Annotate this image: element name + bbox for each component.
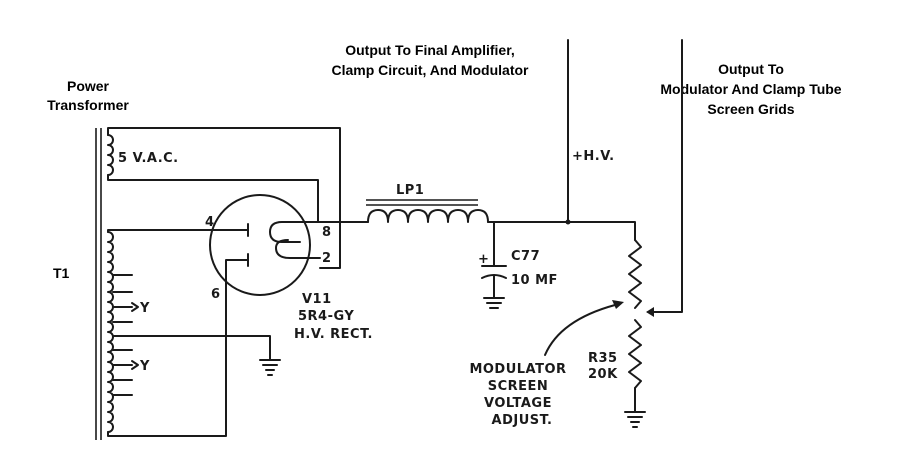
- output-mod-label-line2: Modulator And Clamp Tube: [660, 81, 841, 97]
- pot-ref-label: R35: [588, 351, 618, 366]
- tube-ref-label: V11: [302, 292, 332, 307]
- pot-value-label: 20K: [588, 367, 618, 382]
- adjust-label-line1: MODULATOR: [469, 362, 566, 377]
- output-mod-label-line3: Screen Grids: [707, 101, 794, 117]
- tap-y1-label: Y: [139, 301, 150, 316]
- inductor-ref-label: LP1: [396, 183, 424, 198]
- cathode-to-inductor-wire: [317, 217, 369, 223]
- filament-voltage-label: 5 V.A.C.: [118, 151, 179, 166]
- adjust-label-line4: ADJUST.: [492, 413, 553, 428]
- rectifier-tube: [209, 194, 321, 296]
- pot-ground-icon: [624, 411, 646, 428]
- pin-8-label: 8: [322, 225, 332, 240]
- capacitor: [481, 221, 507, 309]
- power-transformer-label-line2: Transformer: [47, 97, 129, 113]
- ground-icon: [259, 359, 281, 376]
- hv-label: +H.V.: [572, 149, 615, 164]
- adjust-label-line2: SCREEN: [488, 379, 549, 394]
- hv-bus-wire: [487, 221, 636, 241]
- tube-type-label: 5R4-GY: [298, 309, 354, 324]
- inductor: [366, 199, 489, 223]
- adjust-label-line3: VOLTAGE: [484, 396, 552, 411]
- tap-y2-label: Y: [139, 359, 150, 374]
- cap-plus-label: +: [478, 252, 489, 267]
- potentiometer: [628, 39, 683, 413]
- output-final-label-line2: Clamp Circuit, And Modulator: [331, 62, 529, 78]
- power-transformer-label-line1: Power: [67, 78, 110, 94]
- output-final-label-line1: Output To Final Amplifier,: [345, 42, 515, 58]
- hv-secondary-winding: [107, 229, 271, 437]
- cap-value-label: 10 MF: [511, 273, 558, 288]
- tube-function-label: H.V. RECT.: [294, 327, 373, 342]
- transformer-core: [95, 128, 102, 440]
- output-mod-label-line1: Output To: [718, 61, 784, 77]
- pin-6-label: 6: [211, 287, 221, 302]
- filament-winding: [107, 127, 341, 269]
- adjust-arrow: [544, 304, 616, 356]
- cap-ref-label: C77: [511, 249, 540, 264]
- hv-junction-dot: [565, 219, 571, 225]
- pin-4-label: 4: [205, 215, 215, 230]
- adjust-arrowhead-icon: [612, 300, 624, 309]
- pin-2-label: 2: [322, 251, 332, 266]
- transformer-ref-label: T1: [53, 265, 70, 281]
